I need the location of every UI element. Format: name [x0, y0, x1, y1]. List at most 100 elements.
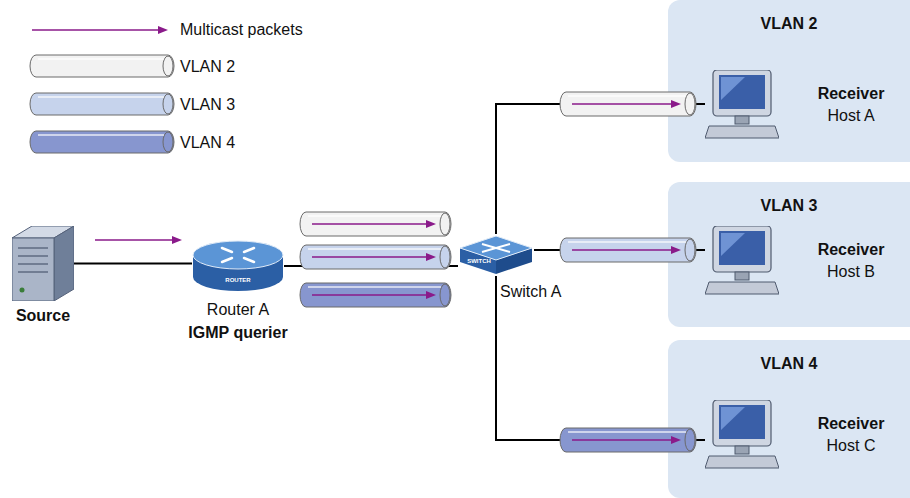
vlan-panel: VLAN 3 ReceiverHost B	[668, 182, 910, 327]
node-sublabel: Host B	[805, 262, 897, 282]
node-label: Switch A	[500, 282, 600, 302]
legend-label: VLAN 3	[180, 95, 235, 115]
node-label: Receiver	[805, 414, 897, 434]
vlan-title: VLAN 2	[668, 14, 910, 34]
vlan-panel	[668, 182, 910, 327]
network-link	[74, 263, 192, 265]
tube-end	[685, 429, 695, 451]
tube-end	[163, 132, 173, 152]
multicast-arrow	[312, 294, 427, 296]
arrow-head	[671, 436, 681, 444]
tube-shine	[308, 286, 441, 288]
vlan-tube	[300, 245, 451, 269]
tube-end	[440, 284, 450, 306]
arrow-head	[671, 100, 681, 108]
legend-sample	[28, 16, 178, 44]
device-marking: ROUTER	[192, 277, 284, 284]
tube-body	[560, 92, 696, 116]
multicast-arrow	[32, 29, 159, 31]
host-node: ReceiverHost C	[705, 400, 905, 470]
host-node: ReceiverHost A	[705, 70, 905, 140]
node-sublabel: IGMP querier	[158, 323, 318, 343]
vlan-tube	[560, 238, 696, 262]
pc-icon	[705, 226, 779, 296]
tube-body	[560, 238, 696, 262]
tube-body	[30, 55, 174, 77]
tube-body	[300, 245, 451, 269]
legend-label: VLAN 2	[180, 57, 235, 77]
arrow-head	[172, 236, 182, 244]
pc-icon	[705, 400, 779, 470]
network-link	[496, 104, 705, 234]
tube-end	[685, 239, 695, 261]
arrow-head	[671, 246, 681, 254]
network-link	[496, 276, 705, 440]
arrow-head	[426, 253, 436, 261]
multicast-arrow	[572, 249, 672, 251]
legend-row: Multicast packets	[28, 16, 368, 44]
tube-end	[440, 213, 450, 235]
legend-sample	[28, 53, 178, 81]
tube-body	[30, 93, 174, 115]
vlan-title: VLAN 3	[668, 196, 910, 216]
vlan-tube	[30, 93, 174, 115]
arrow-head	[426, 291, 436, 299]
router-node: Router AIGMP querierROUTER	[192, 240, 284, 292]
legend-label: VLAN 4	[180, 133, 235, 153]
legend-row: VLAN 4	[28, 129, 368, 157]
multicast-arrow	[572, 103, 672, 105]
arrow-head	[158, 26, 168, 34]
legend-label: Multicast packets	[180, 20, 303, 40]
vlan-tube	[560, 92, 696, 116]
vlan-tube	[560, 428, 696, 452]
tube-shine	[308, 248, 441, 250]
server-icon	[12, 226, 74, 301]
multicast-arrow	[95, 239, 173, 241]
legend-sample	[28, 129, 178, 157]
tube-body	[300, 212, 451, 236]
node-label: Receiver	[805, 240, 897, 260]
node-sublabel: Host C	[805, 436, 897, 456]
node-label: Source	[0, 306, 88, 326]
tube-body	[560, 428, 696, 452]
pc-icon	[705, 70, 779, 140]
vlan-panel: VLAN 2 ReceiverHost A	[668, 0, 910, 162]
router-icon	[192, 240, 284, 292]
multicast-arrow	[572, 439, 672, 441]
tube-shine	[38, 58, 164, 60]
tube-body	[30, 131, 174, 153]
tube-shine	[568, 241, 686, 243]
tube-shine	[308, 215, 441, 217]
node-sublabel: Host A	[805, 106, 897, 126]
tube-shine	[38, 96, 164, 98]
legend-row: VLAN 2	[28, 53, 368, 81]
legend-row: VLAN 3	[28, 91, 368, 119]
multicast-arrow	[312, 256, 427, 258]
vlan-panel: VLAN 4 ReceiverHost C	[668, 340, 910, 498]
vlan-panel	[668, 0, 910, 162]
host-node: ReceiverHost B	[705, 226, 905, 296]
switch-icon	[458, 234, 534, 276]
tube-end	[163, 94, 173, 114]
multicast-arrow	[312, 223, 427, 225]
node-label: Router A	[168, 300, 308, 320]
tube-end	[440, 246, 450, 268]
tube-shine	[38, 134, 164, 136]
tube-shine	[568, 431, 686, 433]
legend-sample	[28, 91, 178, 119]
tube-end	[163, 56, 173, 76]
vlan-panel	[668, 340, 910, 498]
vlan-title: VLAN 4	[668, 354, 910, 374]
tube-end	[685, 93, 695, 115]
tube-shine	[568, 95, 686, 97]
tube-body	[300, 283, 451, 307]
switch-node: Switch ASWITCH	[458, 234, 534, 276]
server-node: Source	[12, 226, 74, 301]
arrow-head	[426, 220, 436, 228]
vlan-tube	[30, 131, 174, 153]
vlan-tube	[300, 212, 451, 236]
device-marking: SWITCH	[462, 258, 496, 265]
node-label: Receiver	[805, 84, 897, 104]
vlan-tube	[300, 283, 451, 307]
vlan-tube	[30, 55, 174, 77]
